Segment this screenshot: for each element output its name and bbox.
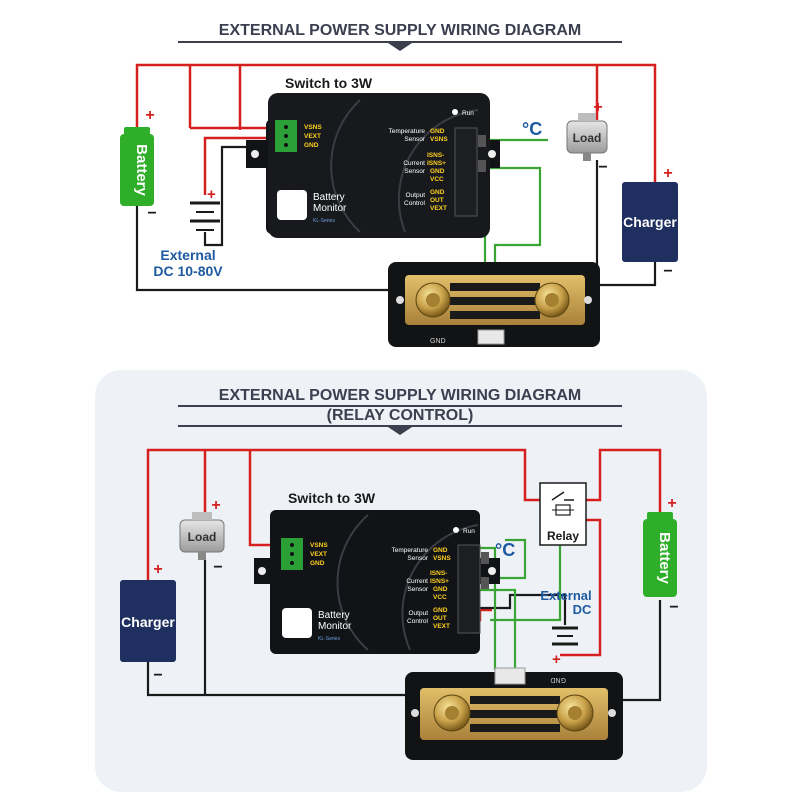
bottom-title-arrow-icon bbox=[388, 427, 412, 435]
top-pin-out: OUT bbox=[430, 197, 444, 204]
top-pin-isns-pos: ISNS+ bbox=[427, 160, 446, 167]
top-charger: Charger + − bbox=[622, 165, 678, 280]
top-switch-label: Switch to 3W bbox=[285, 75, 373, 91]
top-load: Load + − bbox=[566, 99, 608, 176]
bottom-temp-sensor-2: Sensor bbox=[407, 555, 428, 562]
bottom-pin-vcc: VCC bbox=[433, 594, 447, 601]
top-run-label: Run bbox=[462, 110, 474, 117]
bottom-pin-out: OUT bbox=[433, 615, 447, 622]
bottom-temp-sensor-1: Temperature bbox=[392, 547, 429, 554]
top-charger-label: Charger bbox=[623, 214, 677, 230]
top-load-minus: − bbox=[598, 159, 607, 176]
bottom-load: Load + − bbox=[179, 497, 225, 576]
top-output-1: Output bbox=[405, 192, 425, 199]
bottom-term-vext: VEXT bbox=[310, 551, 327, 558]
top-pin-gnd-2: GND bbox=[430, 168, 445, 175]
top-load-plus: + bbox=[593, 99, 602, 116]
bottom-charger-minus: − bbox=[153, 667, 162, 684]
bottom-shunt-gnd: GND bbox=[550, 676, 566, 683]
bottom-term-vsns: VSNS bbox=[310, 542, 328, 549]
bottom-dc-label-1: External bbox=[540, 588, 591, 603]
top-shunt: GND bbox=[388, 262, 600, 347]
bottom-battery-label: Battery bbox=[656, 532, 673, 584]
bottom-battery: Battery + − bbox=[643, 495, 679, 616]
top-title: EXTERNAL POWER SUPPLY WIRING DIAGRAM bbox=[219, 22, 581, 39]
bottom-monitor-name-1: Battery bbox=[318, 610, 350, 621]
bottom-battery-plus: + bbox=[667, 495, 676, 512]
bottom-charger: Charger + − bbox=[120, 561, 176, 684]
bottom-relay-label: Relay bbox=[547, 529, 579, 543]
bottom-title: EXTERNAL POWER SUPPLY WIRING DIAGRAM bbox=[219, 387, 581, 404]
bottom-dc-plus: + bbox=[552, 651, 561, 668]
top-temp-symbol: °C bbox=[522, 119, 542, 139]
top-charger-plus: + bbox=[663, 165, 672, 182]
bottom-load-minus: − bbox=[213, 559, 222, 576]
top-battery: Battery + − bbox=[120, 107, 157, 222]
top-monitor: Run VSNS VEXT GND Battery Monitor KL-Ser… bbox=[246, 93, 500, 238]
top-monitor-series: KL-Series bbox=[313, 218, 335, 224]
top-pin-gnd-3: GND bbox=[430, 189, 445, 196]
bottom-temp-symbol: °C bbox=[495, 540, 515, 560]
bottom-output-1: Output bbox=[408, 610, 428, 617]
bottom-pin-isns-neg: ISNS- bbox=[430, 570, 447, 577]
bottom-monitor-name-2: Monitor bbox=[318, 621, 352, 632]
bottom-external-dc: External DC + bbox=[540, 588, 592, 668]
top-red-wires bbox=[135, 63, 657, 195]
top-load-label: Load bbox=[573, 131, 602, 145]
bottom-shunt: GND bbox=[405, 667, 623, 760]
top-term-vsns: VSNS bbox=[304, 124, 322, 131]
top-temp-sensor-1: Temperature bbox=[389, 128, 426, 135]
top-monitor-name-1: Battery bbox=[313, 192, 345, 203]
bottom-pin-gnd-2: GND bbox=[433, 586, 448, 593]
bottom-monitor-series: KL-Series bbox=[318, 636, 340, 642]
bottom-pin-vsns: VSNS bbox=[433, 555, 451, 562]
bottom-switch-label: Switch to 3W bbox=[288, 490, 376, 506]
top-monitor-name-2: Monitor bbox=[313, 203, 347, 214]
top-battery-plus: + bbox=[145, 107, 154, 124]
bottom-load-plus: + bbox=[211, 497, 220, 514]
top-term-gnd: GND bbox=[304, 142, 319, 149]
bottom-dc-label-2: DC bbox=[573, 602, 592, 617]
top-pin-vsns: VSNS bbox=[430, 136, 448, 143]
top-dc-plus: + bbox=[207, 186, 216, 203]
bottom-term-gnd: GND bbox=[310, 560, 325, 567]
top-current-sensor-2: Sensor bbox=[404, 168, 425, 175]
bottom-charger-plus: + bbox=[153, 561, 162, 578]
top-shunt-gnd: GND bbox=[430, 338, 446, 345]
bottom-charger-label: Charger bbox=[121, 614, 175, 630]
bottom-run-label: Run bbox=[463, 528, 475, 535]
top-pin-vcc: VCC bbox=[430, 176, 444, 183]
top-diagram: EXTERNAL POWER SUPPLY WIRING DIAGRAM bbox=[120, 22, 678, 347]
top-battery-minus: − bbox=[147, 205, 156, 222]
bottom-subtitle: (RELAY CONTROL) bbox=[327, 407, 474, 424]
top-term-vext: VEXT bbox=[304, 133, 321, 140]
bottom-monitor: Run VSNS VEXT GND Battery Monitor KL-Ser… bbox=[254, 510, 500, 654]
bottom-current-sensor-1: Current bbox=[406, 578, 428, 585]
bottom-output-2: Control bbox=[407, 618, 429, 625]
bottom-current-sensor-2: Sensor bbox=[407, 586, 428, 593]
bottom-pin-isns-pos: ISNS+ bbox=[430, 578, 449, 585]
bottom-battery-minus: − bbox=[669, 599, 678, 616]
top-temp-sensor-2: Sensor bbox=[404, 136, 425, 143]
top-dc-label-2: DC 10-80V bbox=[153, 263, 223, 279]
bottom-pin-vext: VEXT bbox=[433, 623, 450, 630]
top-current-sensor-1: Current bbox=[403, 160, 425, 167]
top-external-dc: + External DC 10-80V bbox=[153, 186, 223, 279]
bottom-red-wires bbox=[146, 448, 662, 657]
bottom-pin-gnd-3: GND bbox=[433, 607, 448, 614]
bottom-relay: Relay bbox=[539, 482, 587, 546]
top-dc-label-1: External bbox=[160, 247, 215, 263]
top-title-arrow-icon bbox=[388, 43, 412, 51]
top-battery-label: Battery bbox=[133, 144, 150, 196]
bottom-load-label: Load bbox=[188, 530, 217, 544]
bottom-pin-gnd-1: GND bbox=[433, 547, 448, 554]
top-pin-gnd-1: GND bbox=[430, 128, 445, 135]
top-output-2: Control bbox=[404, 200, 426, 207]
top-pin-isns-neg: ISNS- bbox=[427, 152, 444, 159]
bottom-diagram: EXTERNAL POWER SUPPLY WIRING DIAGRAM (RE… bbox=[95, 370, 707, 792]
top-pin-vext: VEXT bbox=[430, 205, 447, 212]
top-charger-minus: − bbox=[663, 263, 672, 280]
